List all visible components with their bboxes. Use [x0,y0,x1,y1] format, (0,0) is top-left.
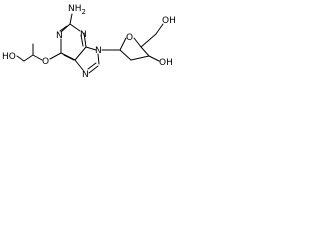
bonds [16,13,164,74]
bond-c2-n1-double [59,25,68,32]
bond-c2-n3 [69,23,81,32]
chemical-structure: NH2 N N N N O HO O OH OH [2,4,176,80]
bond-o-ch [32,54,43,61]
bond-c2-c1 [119,49,132,61]
bond-c6-c5-double [63,54,75,61]
bond-n7-c5 [74,59,84,71]
ring-o-label: O [126,33,133,43]
bond-n9-c8 [97,53,100,65]
bond-c2-nh2 [69,13,73,25]
bond-c2-n1 [60,23,71,33]
bond-c8-n7-double [87,62,97,70]
hydroxyl-right-label: OH [159,58,173,68]
bond-o4-c4 [133,37,142,48]
bond-c4-n9 [85,46,97,51]
pyrimidine-n-top: N [80,30,87,40]
bond-c4-n3 [83,32,87,48]
bond-c4-c5 [140,33,157,48]
bond-c8-n7 [88,65,99,74]
ether-o-label: O [42,57,49,67]
bond-c6-o [49,52,62,60]
imidazole-n-bottom: N [82,70,89,80]
bond-c4-c3 [140,46,150,57]
bond-c5-oh [155,23,164,35]
atom-labels: NH2 N N N N O HO O OH OH [2,4,176,80]
imidazole-n-top: N [95,46,102,56]
bond-c5-c4 [74,46,87,61]
hydroxyl-top-label: OH [162,16,176,26]
pyrimidine-n-left: N [56,31,63,41]
bond-c1-o4 [119,37,127,51]
bond-ch-ch2 [23,54,34,62]
bond-c3-c2 [130,55,150,61]
amino-label: NH2 [68,4,86,16]
hydroxyl-left-label: HO [2,52,16,62]
bond-c3-oh [148,55,160,62]
bond-ch2-oh [16,55,25,62]
amino-subscript: 2 [82,8,86,16]
bond-c4-n3-double [80,34,84,47]
